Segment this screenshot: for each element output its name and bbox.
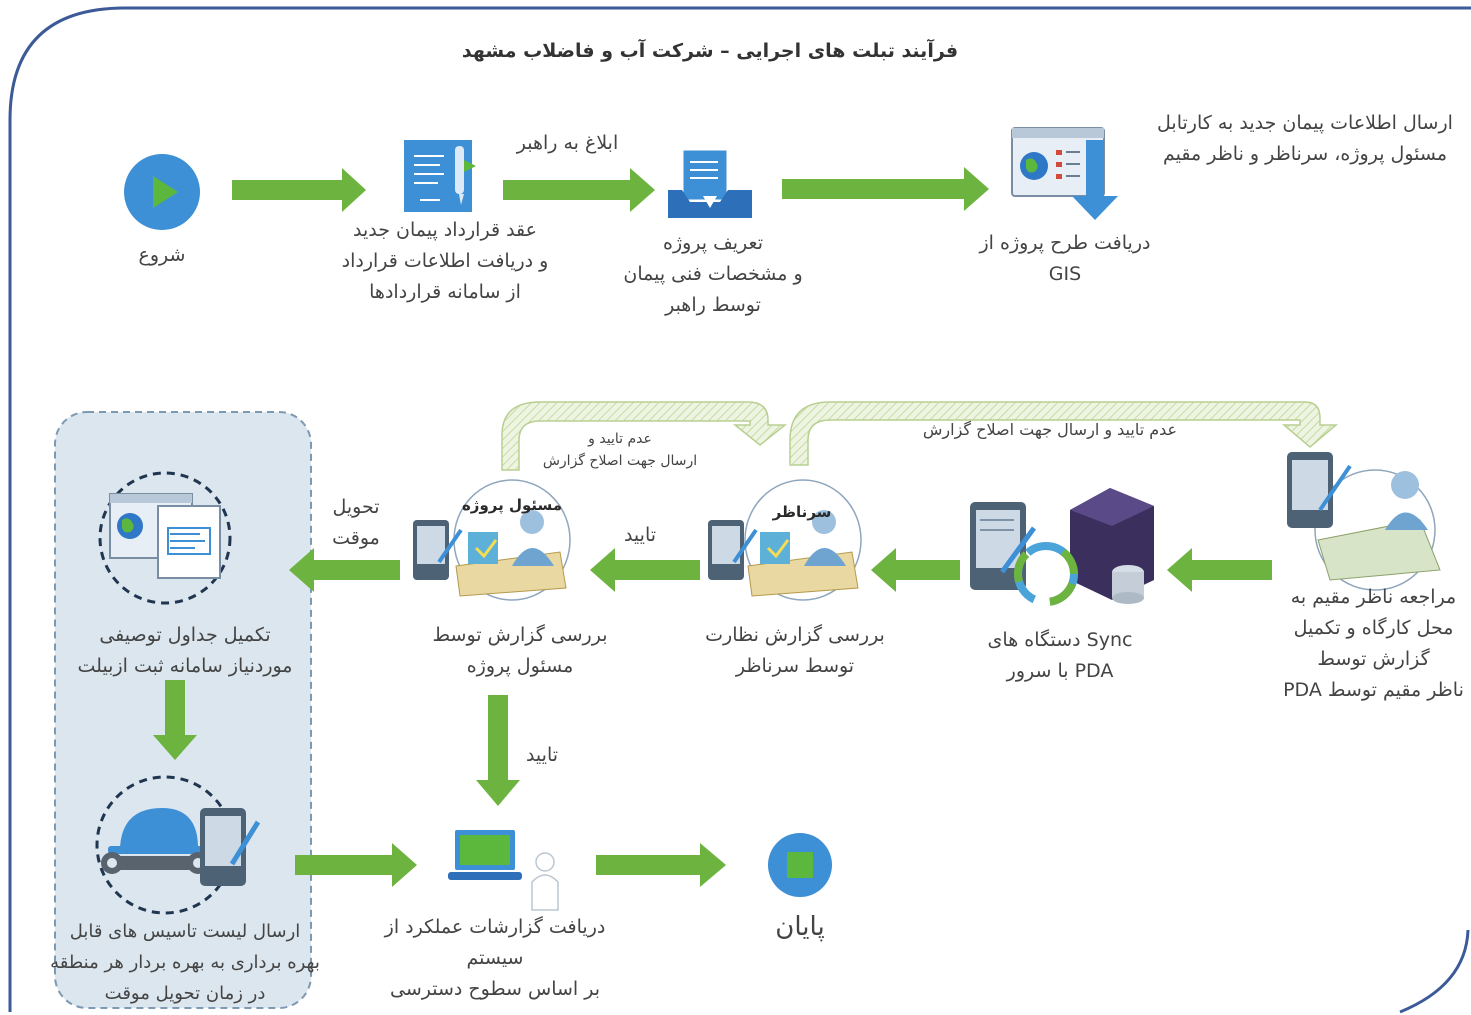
sync-server-icon <box>970 488 1154 606</box>
reject-short-edge-label-line-2: ارسال جهت اصلاح گزارش <box>542 453 698 469</box>
reject-short-edge-label: عدم تایید و ارسال جهت اصلاح گزارش <box>530 428 710 472</box>
asset-list-label-line-2: بهره برداری به بهره بردار هر منطقه <box>50 952 320 973</box>
outer-frame <box>8 6 1471 1012</box>
pm-review-label-line-2: مسئول پروژه <box>466 655 574 677</box>
pm-review-label-line-1: بررسی گزارش توسط <box>432 624 608 646</box>
outer-frame-corner <box>1399 929 1470 1014</box>
approve-edge-label-2: تایید <box>525 744 559 766</box>
diagram-title: فرآیند تبلت های اجرایی – شرکت آب و فاضلا… <box>461 40 959 62</box>
define-label-line-1: تعریف پروژه <box>662 232 763 254</box>
gis-label-line-2: GIS <box>1048 263 1082 285</box>
inbox-document-icon <box>668 149 752 218</box>
pm-badge: مسئول پروژه <box>461 496 563 514</box>
pm-review-icon <box>413 479 571 601</box>
end-node[interactable] <box>768 833 832 897</box>
gis-label-line-1: دریافت طرح پروژه از <box>979 232 1151 254</box>
contract-label-line-1: عقد قرارداد پیمان جدید <box>353 219 537 241</box>
pm-review-label: بررسی گزارش توسط مسئول پروژه <box>410 620 630 682</box>
arrow-site-to-sync <box>1167 548 1272 592</box>
send-info-label: ارسال اطلاعات پیمان جدید به کارتابل مسئو… <box>1140 108 1470 170</box>
contract-label-line-2: و دریافت اطلاعات قرارداد <box>341 250 549 272</box>
supervisor-review-label-line-1: بررسی گزارش نظارت <box>705 624 885 646</box>
contract-document-icon <box>404 140 476 212</box>
gis-window-icon <box>1011 127 1118 220</box>
contract-label: عقد قرارداد پیمان جدید و دریافت اطلاعات … <box>320 215 570 308</box>
arrow-define-to-gis <box>782 167 989 211</box>
tables-label: تکمیل جداول توصیفی موردنیاز سامانه ثبت ا… <box>60 620 310 682</box>
asset-list-label: ارسال لیست تاسیس های قابل بهره برداری به… <box>40 916 330 1009</box>
arrow-start-to-contract <box>232 168 366 212</box>
supervisor-review-label: بررسی گزارش نظارت توسط سرناظر <box>690 620 900 682</box>
reject-short-edge-label-line-1: عدم تایید و <box>588 431 652 447</box>
asset-list-label-line-1: ارسال لیست تاسیس های قابل <box>69 921 301 942</box>
end-label: پایان <box>775 912 825 942</box>
send-info-label-line-1: ارسال اطلاعات پیمان جدید به کارتابل <box>1157 112 1453 134</box>
handover-edge-label: تحویل موقت <box>316 492 396 554</box>
arrow-supervisor-to-pm <box>590 548 700 592</box>
arrow-reports-to-end <box>596 843 726 887</box>
play-icon <box>153 176 178 208</box>
reports-label-line-3: بر اساس سطوح دسترسی <box>389 978 600 1000</box>
helmet-wrench-pda-icon <box>95 775 261 915</box>
define-label-line-3: توسط راهبر <box>665 294 761 316</box>
stop-icon <box>787 852 813 878</box>
reports-label-line-2: سیستم <box>466 947 524 969</box>
reports-label-line-1: دریافت گزارشات عملکرد از <box>384 916 606 938</box>
supervisor-badge: سرناظر <box>772 503 832 521</box>
send-info-label-line-2: مسئول پروژه، سرناظر و ناظر مقیم <box>1163 143 1447 165</box>
supervisor-review-icon <box>708 479 862 601</box>
asset-list-label-line-3: در زمان تحویل موقت <box>104 983 266 1004</box>
start-label: شروع <box>138 244 186 266</box>
gis-label: دریافت طرح پروژه از GIS <box>955 228 1175 290</box>
approve-edge-label-1: تایید <box>623 524 657 546</box>
sync-label-line-1: Sync دستگاه های <box>987 629 1133 651</box>
sync-label: Sync دستگاه های PDA با سرور <box>950 625 1170 687</box>
arrow-pm-to-tables <box>289 548 400 592</box>
site-visit-label-line-2: محل کارگاه و تکمیل <box>1293 617 1454 639</box>
define-label: تعریف پروژه و مشخصات فنی پیمان توسط راهب… <box>588 228 838 321</box>
start-node[interactable] <box>124 154 200 230</box>
tables-label-line-1: تکمیل جداول توصیفی <box>99 624 271 646</box>
arrow-pm-to-reports <box>476 695 520 806</box>
contract-label-line-3: از سامانه قراردادها <box>369 281 521 303</box>
site-visit-label: مراجعه ناظر مقیم به محل کارگاه و تکمیل گ… <box>1276 582 1471 706</box>
tables-label-line-2: موردنیاز سامانه ثبت ازبیلت <box>77 655 293 677</box>
reject-arrow-site-to-supervisor <box>789 401 1339 466</box>
notify-edge-label: ابلاغ به راهبر <box>516 132 619 154</box>
handover-edge-label-line-1: تحویل <box>332 496 380 518</box>
arrow-sync-to-supervisor <box>871 548 960 592</box>
arrow-assets-to-reports <box>295 843 417 887</box>
arrow-contract-to-define <box>503 168 655 212</box>
reports-label: دریافت گزارشات عملکرد از سیستم بر اساس س… <box>370 912 620 1005</box>
site-visit-label-line-1: مراجعه ناظر مقیم به <box>1290 586 1457 608</box>
laptop-user-icon <box>448 830 559 911</box>
site-inspector-icon <box>1287 452 1441 591</box>
reject-long-edge-label: عدم تایید و ارسال جهت اصلاح گزارش <box>922 420 1178 439</box>
supervisor-review-label-line-2: توسط سرناظر <box>735 655 855 677</box>
handover-edge-label-line-2: موقت <box>332 527 380 549</box>
sync-label-line-2: PDA با سرور <box>1006 660 1114 682</box>
arrow-tables-to-assets <box>153 680 197 760</box>
define-label-line-2: و مشخصات فنی پیمان <box>623 263 803 285</box>
site-visit-label-line-4: ناظر مقیم توسط PDA <box>1283 679 1464 701</box>
as-built-tables-icon <box>98 471 232 605</box>
site-visit-label-line-3: گزارش توسط <box>1317 648 1430 670</box>
reject-arrow-supervisor-to-pm <box>501 401 788 471</box>
